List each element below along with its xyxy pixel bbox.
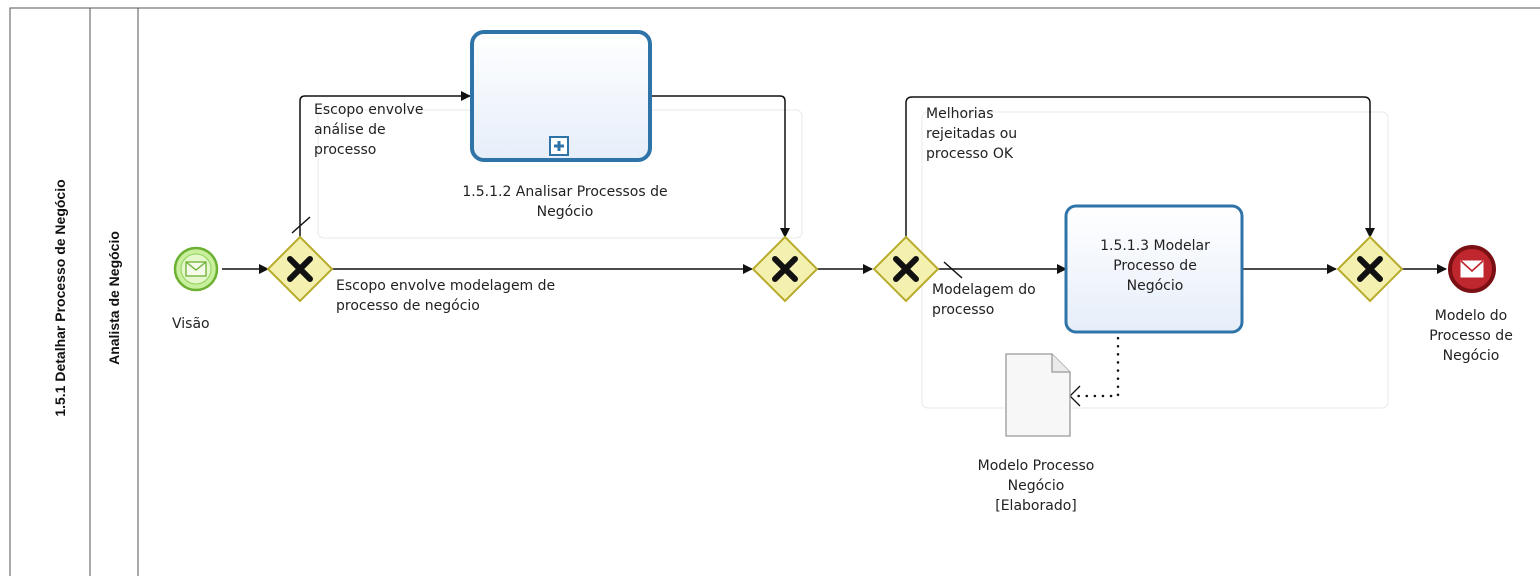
end-message-event[interactable] xyxy=(1448,245,1496,293)
task-modelar-label: 1.5.1.3 Modelar Processo de Negócio xyxy=(1100,238,1210,294)
flow-default-marker-1 xyxy=(291,216,311,234)
task-analisar-label: 1.5.1.2 Analisar Processos de Negócio xyxy=(462,184,668,220)
gateway-exclusive-4[interactable] xyxy=(1336,235,1404,303)
task-modelar-shape[interactable] xyxy=(1064,204,1244,334)
pool-frame xyxy=(9,7,1540,576)
x-icon xyxy=(772,256,798,282)
data-object-label: Modelo Processo Negócio [Elaborado] xyxy=(977,458,1095,514)
sequence-flows xyxy=(222,91,1447,279)
data-object-icon[interactable] xyxy=(1005,353,1071,437)
pool-title: 1.5.1 Detalhar Processo de Negócio xyxy=(52,179,68,417)
x-icon xyxy=(893,256,919,282)
start-event-label: Visão xyxy=(172,316,210,332)
x-icon xyxy=(1357,256,1383,282)
envelope-icon xyxy=(185,261,207,277)
subprocess-analisar-shape[interactable] xyxy=(470,30,652,162)
flow-default-marker-2 xyxy=(943,261,963,279)
envelope-icon xyxy=(1460,260,1484,278)
gateway-exclusive-3[interactable] xyxy=(872,235,940,303)
lane-title: Analista de Negócio xyxy=(106,231,122,365)
flow-analisar-to-gateway2 xyxy=(650,95,790,238)
flow-label-melhorias: Melhorias rejeitadas ou processo OK xyxy=(926,106,1018,162)
gateway-exclusive-1[interactable] xyxy=(266,235,334,303)
end-event-label: Modelo do Processo de Negócio xyxy=(1429,308,1513,364)
plus-icon xyxy=(549,136,569,156)
flow-label-escopo-modelagem: Escopo envolve modelagem de processo de … xyxy=(336,278,556,314)
flow-gateway3-to-gateway4 xyxy=(905,96,1375,238)
flow-label-escopo-analise: Escopo envolve análise de processo xyxy=(314,102,424,158)
data-association xyxy=(1070,328,1120,398)
flow-gateway1-to-analisar xyxy=(299,91,471,237)
start-message-event[interactable] xyxy=(173,246,219,292)
gateway-exclusive-2[interactable] xyxy=(751,235,819,303)
flow-label-modelagem: Modelagem do processo xyxy=(932,282,1036,318)
x-icon xyxy=(287,256,313,282)
